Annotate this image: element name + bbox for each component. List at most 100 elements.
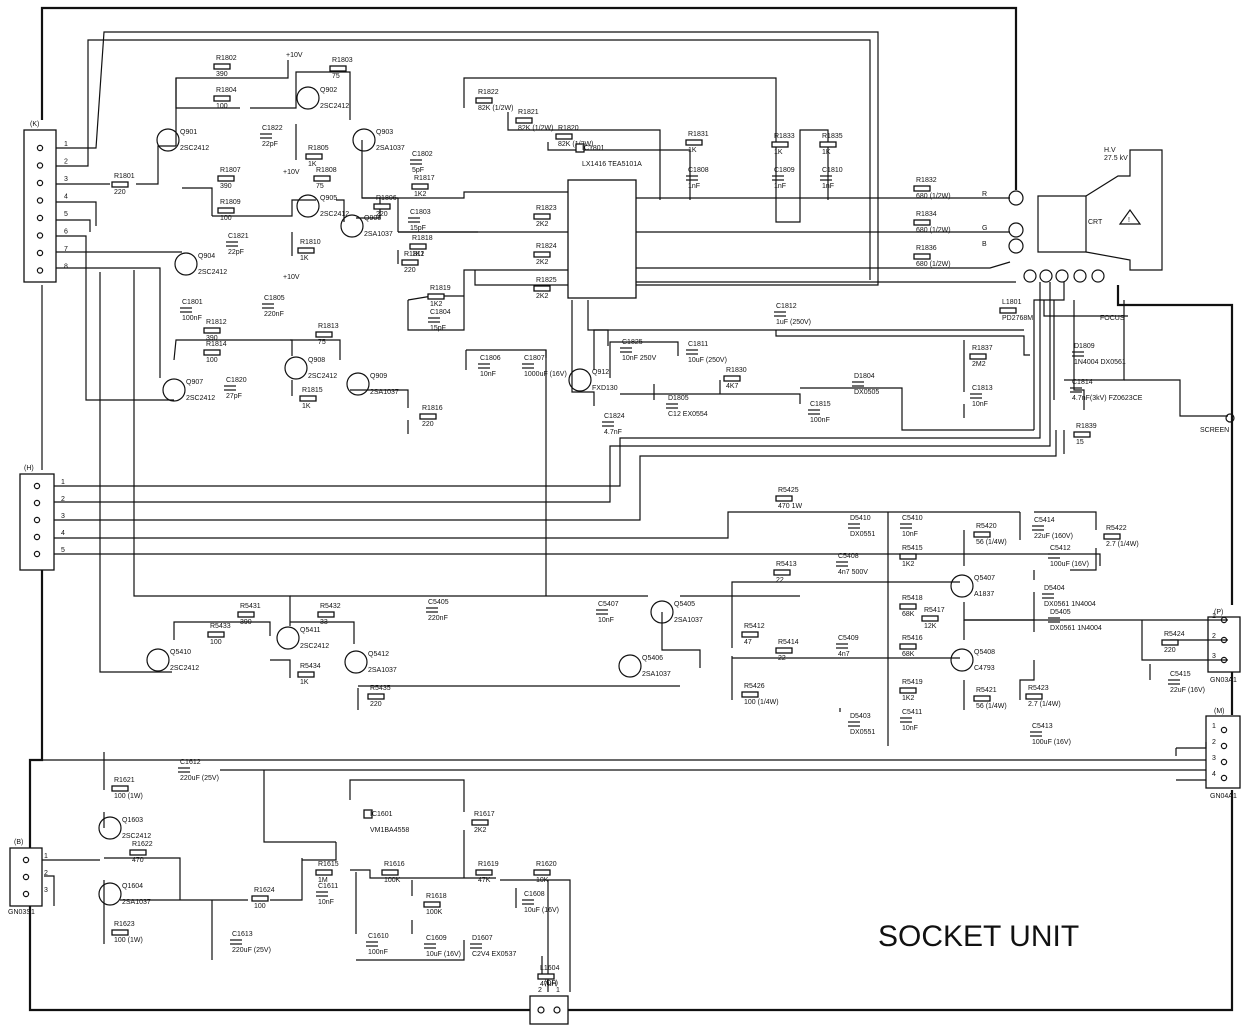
crt-pin-g xyxy=(1008,222,1024,238)
component-value: 2SA1037 xyxy=(364,231,393,238)
transistor-symbol xyxy=(146,648,170,672)
component-value: 100 (1/4W) xyxy=(744,699,779,706)
crt-socket-pin xyxy=(1055,269,1069,283)
connector-k-pin xyxy=(36,249,44,257)
resistor-symbol xyxy=(775,495,793,502)
component-ref: R1832 xyxy=(916,177,937,184)
component-value: 220nF xyxy=(264,311,284,318)
component-ref: Q5407 xyxy=(974,575,995,582)
component-ref: Q902 xyxy=(320,87,337,94)
component-ref: R1823 xyxy=(536,205,557,212)
component-value: 100nF xyxy=(368,949,388,956)
component-ref: C5410 xyxy=(902,515,923,522)
resistor-symbol xyxy=(533,251,551,258)
resistor-symbol xyxy=(317,611,335,618)
resistor-symbol xyxy=(297,247,315,254)
connector-k-pin-label: 4 xyxy=(64,194,68,201)
component-value: 2SC2412 xyxy=(300,643,329,650)
components-layer: R1802390R180375R1804100Q9022SC2412Q9032S… xyxy=(98,55,1205,988)
resistor-symbol xyxy=(297,671,315,678)
connector-p: (P) GN03A1 123 xyxy=(1207,609,1241,684)
component-value: 82K (1/2W) xyxy=(478,105,513,112)
ic-symbol xyxy=(363,809,373,819)
connector-b-pin xyxy=(22,856,30,864)
component-ref: L1801 xyxy=(1002,299,1022,306)
component-ref: R1833 xyxy=(774,133,795,140)
component-value: 220uF (25V) xyxy=(180,775,219,782)
resistor-symbol xyxy=(899,553,917,560)
component-value: DX0561 1N4004 xyxy=(1050,625,1102,632)
resistor-symbol xyxy=(819,141,837,148)
component-ref: R1822 xyxy=(478,89,499,96)
crt-socket-pin xyxy=(1023,269,1037,283)
connector-b: (B) GN03S1 123 xyxy=(8,839,48,916)
component-value: 10K xyxy=(536,877,549,884)
resistor-symbol xyxy=(515,117,533,124)
resistor-symbol xyxy=(315,869,333,876)
component-ref: R1831 xyxy=(688,131,709,138)
component-ref: R1824 xyxy=(536,243,557,250)
component-value: 4K7 xyxy=(726,383,739,390)
component-value: 1K2 xyxy=(412,251,425,258)
component-ref: Q5412 xyxy=(368,651,389,658)
component-ref: R5421 xyxy=(976,687,997,694)
component-ref: Q1603 xyxy=(122,817,143,824)
component-value: 1nF xyxy=(688,183,700,190)
component-ref: Q5408 xyxy=(974,649,995,656)
connector-m-pin-label: 2 xyxy=(1212,739,1216,746)
component-ref: R1834 xyxy=(916,211,937,218)
transistor-symbol xyxy=(618,654,642,678)
component-ref: C5412 xyxy=(1050,545,1071,552)
component-ref: C1806 xyxy=(480,355,501,362)
component-ref: C1802 xyxy=(412,151,433,158)
resistor-symbol xyxy=(533,213,551,220)
resistor-symbol xyxy=(899,643,917,650)
connector-m-pin-label: 3 xyxy=(1212,755,1216,762)
component-ref: R5423 xyxy=(1028,685,1049,692)
warning-mark: ! xyxy=(1128,217,1130,224)
supply-label-1: +10V xyxy=(286,52,303,59)
component-ref: R5420 xyxy=(976,523,997,530)
component-value: 100uF (16V) xyxy=(1032,739,1071,746)
component-value: 47 xyxy=(744,639,752,646)
resistor-symbol xyxy=(723,375,741,382)
resistor-symbol xyxy=(237,611,255,618)
component-ref: R1814 xyxy=(206,341,227,348)
component-value: 10nF 250V xyxy=(622,355,657,362)
component-ref: C5409 xyxy=(838,635,859,642)
component-value: 100nF xyxy=(810,417,830,424)
component-value: 1K xyxy=(302,403,311,410)
resistor-symbol xyxy=(373,203,391,210)
component-value: 100 xyxy=(210,639,222,646)
component-value: 10nF xyxy=(972,401,988,408)
resistor-symbol xyxy=(203,349,221,356)
connector-k-pin xyxy=(36,267,44,274)
component-ref: Q901 xyxy=(180,129,197,136)
resistor-symbol xyxy=(555,133,573,140)
component-value: 1N4004 DX0561 xyxy=(1074,359,1126,366)
component-value: 2SA1037 xyxy=(368,667,397,674)
